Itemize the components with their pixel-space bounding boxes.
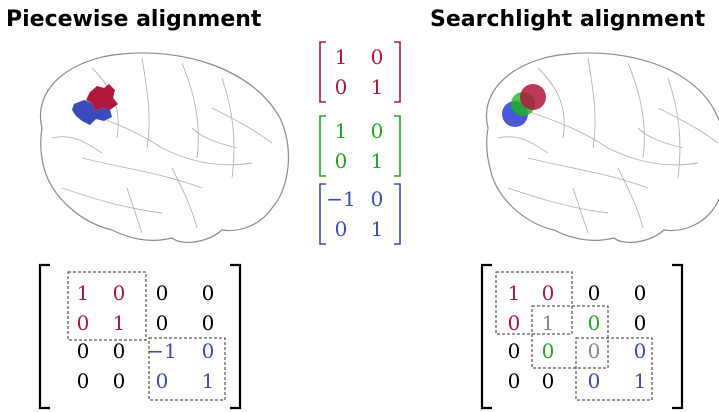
matrix-cell: 1 bbox=[202, 369, 215, 393]
block-outline bbox=[575, 337, 653, 401]
matrix-cell: 0 bbox=[202, 281, 215, 305]
matrix-cell: 0 bbox=[77, 339, 90, 363]
searchlight-red bbox=[520, 84, 546, 110]
matrix-cell: 1 bbox=[113, 311, 126, 335]
brain-right bbox=[485, 52, 719, 244]
block-outline bbox=[531, 305, 609, 369]
matrix-cell: 1 bbox=[371, 149, 384, 173]
matrix-cell: 0 bbox=[335, 149, 348, 173]
matrix-cell: 0 bbox=[156, 281, 169, 305]
matrix-cell: 0 bbox=[371, 45, 384, 69]
title-piecewise: Piecewise alignment bbox=[6, 7, 262, 32]
matrix-cell: −1 bbox=[326, 187, 355, 211]
matrix-cell: 0 bbox=[634, 281, 647, 305]
bracket-left bbox=[319, 115, 326, 177]
matrix-cell: 1 bbox=[335, 119, 348, 143]
matrix-cell: 0 bbox=[335, 75, 348, 99]
matrix-cell: 0 bbox=[371, 187, 384, 211]
bracket-right bbox=[394, 41, 401, 103]
matrix-cell: 0 bbox=[588, 281, 601, 305]
matrix-cell: −1 bbox=[147, 339, 176, 363]
matrix-cell: 0 bbox=[335, 217, 348, 241]
matrix-cell: 0 bbox=[113, 339, 126, 363]
matrix-cell: 1 bbox=[542, 311, 555, 335]
matrix-cell: 0 bbox=[113, 369, 126, 393]
brain-left bbox=[39, 52, 289, 244]
matrix-cell: 0 bbox=[371, 119, 384, 143]
matrix-cell: 1 bbox=[371, 217, 384, 241]
matrix-cell: 0 bbox=[634, 339, 647, 363]
matrix-cell: 0 bbox=[77, 369, 90, 393]
brain-left-regions bbox=[72, 84, 118, 125]
matrix-cell: 0 bbox=[542, 369, 555, 393]
title-searchlight: Searchlight alignment bbox=[430, 7, 706, 32]
matrix-cell: 0 bbox=[508, 369, 521, 393]
brain-right-searchlights bbox=[502, 84, 546, 127]
matrix-cell: 0 bbox=[508, 339, 521, 363]
matrix-cell: 1 bbox=[371, 75, 384, 99]
matrix-cell: 1 bbox=[634, 369, 647, 393]
bracket-right bbox=[394, 183, 401, 245]
piecewise-bracket-right bbox=[230, 263, 242, 410]
block-outline bbox=[148, 337, 226, 401]
region-red bbox=[86, 84, 118, 111]
matrix-cell: 0 bbox=[508, 311, 521, 335]
matrix-cell: 0 bbox=[77, 311, 90, 335]
region-blue bbox=[72, 100, 112, 125]
searchlight-bracket-left bbox=[480, 263, 492, 410]
matrix-cell: 1 bbox=[77, 281, 90, 305]
piecewise-bracket-left bbox=[38, 263, 50, 410]
matrix-cell: 0 bbox=[588, 369, 601, 393]
matrix-cell: 1 bbox=[508, 281, 521, 305]
bracket-right bbox=[394, 115, 401, 177]
matrix-cell: 0 bbox=[202, 339, 215, 363]
matrix-cell: 0 bbox=[113, 281, 126, 305]
matrix-cell: 0 bbox=[156, 369, 169, 393]
matrix-cell: 0 bbox=[588, 311, 601, 335]
searchlight-bracket-right bbox=[672, 263, 684, 410]
matrix-cell: 0 bbox=[156, 311, 169, 335]
bracket-left bbox=[319, 183, 326, 245]
matrix-cell: 0 bbox=[588, 339, 601, 363]
matrix-cell: 0 bbox=[542, 339, 555, 363]
block-outline bbox=[495, 271, 573, 335]
matrix-cell: 0 bbox=[634, 311, 647, 335]
matrix-cell: 0 bbox=[542, 281, 555, 305]
bracket-left bbox=[319, 41, 326, 103]
matrix-cell: 1 bbox=[335, 45, 348, 69]
matrix-cell: 0 bbox=[202, 311, 215, 335]
block-outline bbox=[67, 271, 147, 341]
